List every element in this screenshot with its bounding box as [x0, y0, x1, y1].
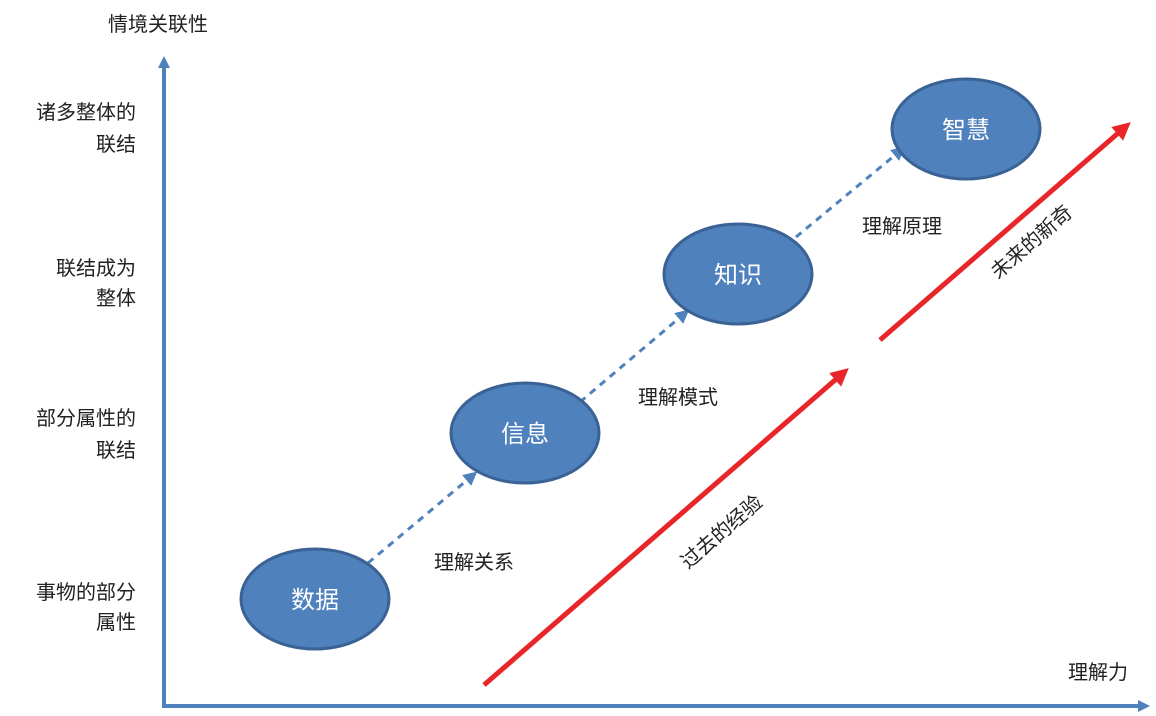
past-experience-label: 过去的经验: [676, 490, 767, 574]
y-level-4-line2: 联结: [96, 132, 136, 156]
dashed-arrow-data-to-info: [367, 471, 478, 565]
y-level-2-line2: 联结: [96, 438, 136, 462]
node-information: 信息: [449, 381, 601, 485]
y-level-1-line2: 属性: [96, 610, 136, 634]
transition-understand-principles: 理解原理: [862, 214, 942, 238]
transition-understand-patterns: 理解模式: [638, 385, 718, 409]
y-level-3-line1: 联结成为: [56, 256, 136, 280]
node-wisdom-label: 智慧: [942, 116, 990, 144]
y-level-3-line2: 整体: [96, 286, 136, 310]
y-level-2-line1: 部分属性的: [36, 406, 136, 430]
y-level-1-line1: 事物的部分: [36, 580, 136, 604]
red-arrow-future: [878, 122, 1131, 342]
node-data-label: 数据: [291, 586, 339, 614]
node-knowledge: 知识: [662, 222, 814, 326]
dashed-arrow-knowledge-to-wisdom: [795, 146, 906, 239]
transition-understand-relations: 理解关系: [434, 550, 514, 574]
y-level-4-line1: 诸多整体的: [36, 100, 136, 124]
node-knowledge-label: 知识: [714, 261, 762, 289]
node-data: 数据: [239, 547, 391, 651]
future-novelty-label: 未来的新奇: [986, 200, 1077, 284]
y-axis-title: 情境关联性: [108, 12, 208, 36]
node-wisdom: 智慧: [890, 77, 1042, 181]
dashed-arrow-info-to-knowledge: [579, 309, 690, 404]
red-arrow-past: [482, 368, 849, 687]
node-information-label: 信息: [501, 420, 549, 448]
x-axis-title: 理解力: [1068, 660, 1128, 684]
